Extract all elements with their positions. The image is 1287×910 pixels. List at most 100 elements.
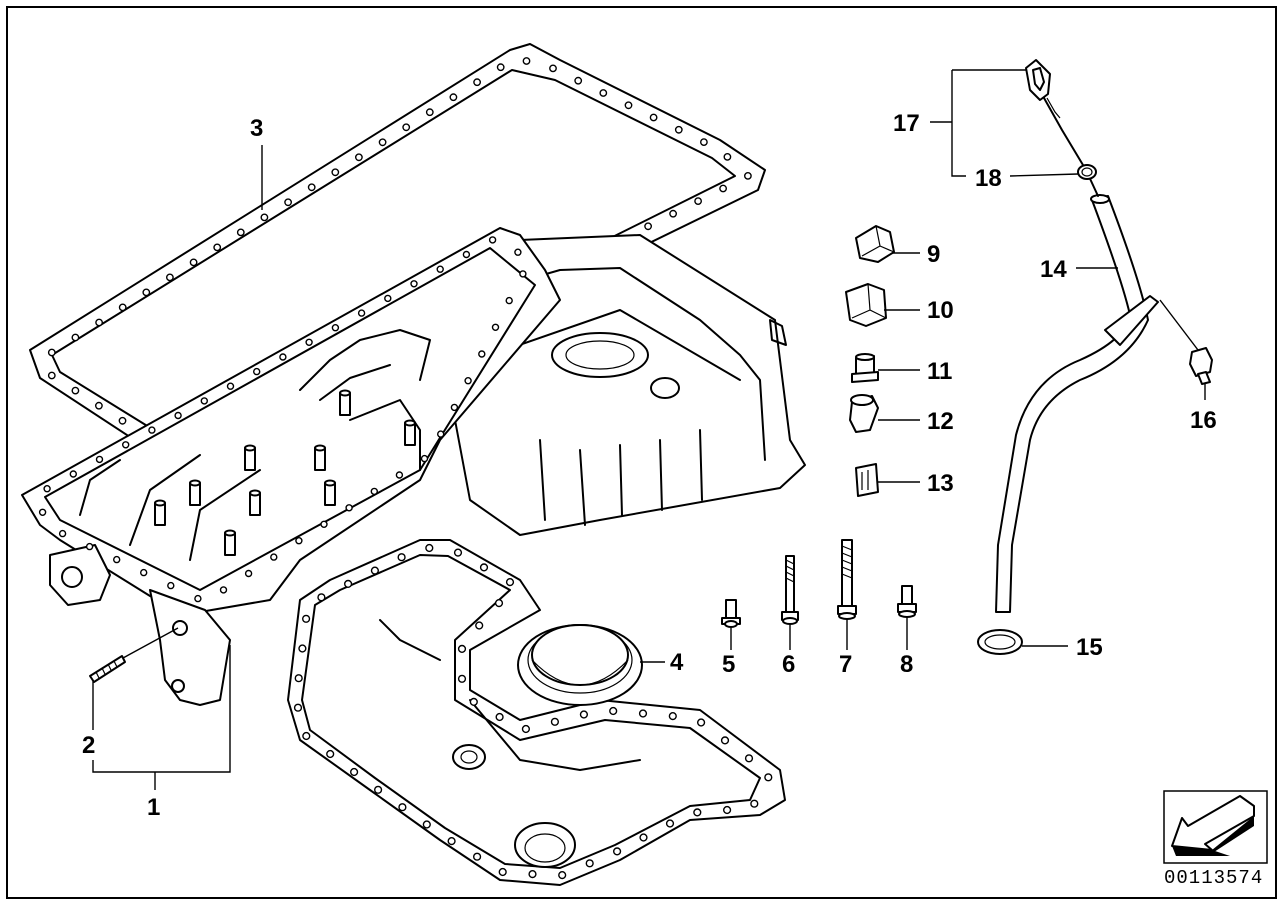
bolt-hole: [47, 348, 56, 357]
bolt-hole: [200, 397, 209, 405]
bolt-short[interactable]: [721, 599, 741, 628]
bolt-hole: [449, 93, 458, 102]
callout-3: 3: [250, 115, 263, 142]
bolt-hole: [478, 350, 486, 358]
callout-14: 14: [1040, 256, 1067, 283]
bushing[interactable]: [851, 353, 879, 383]
bolt-hole: [514, 248, 522, 256]
bolt-hole: [253, 367, 261, 376]
mounting-boss-top: [249, 489, 261, 497]
bolt-hole: [344, 579, 353, 589]
bolt-hole: [462, 250, 471, 259]
bolt-hole: [522, 57, 531, 65]
seal-ring[interactable]: [517, 624, 643, 706]
bolt-hole: [693, 808, 702, 817]
bolt-hole: [505, 296, 513, 305]
mounting-boss-top: [154, 499, 166, 507]
bolt-hole: [624, 101, 633, 110]
bolt-hole: [639, 833, 648, 842]
dipstick[interactable]: [1025, 59, 1099, 197]
bolt-hole: [118, 303, 127, 312]
bolt-hole: [674, 125, 683, 134]
bolt-hole: [58, 529, 67, 538]
bolt-hole: [165, 273, 174, 282]
bolt-hole: [700, 138, 708, 147]
bolt-hole: [469, 697, 478, 707]
bolt-hole: [374, 785, 383, 794]
bolt-hole: [579, 710, 589, 719]
bolt-hole: [345, 504, 353, 512]
bolt-medium[interactable]: [781, 555, 799, 625]
bolt-hole: [139, 568, 148, 577]
bolt-hole: [357, 309, 366, 317]
bolt-hole: [744, 171, 752, 180]
bolt-hole: [609, 706, 618, 716]
hex-bolt[interactable]: [1189, 347, 1213, 385]
bolt-hole: [402, 123, 411, 132]
guide-tube[interactable]: [995, 194, 1159, 613]
bolt-hole: [293, 703, 303, 712]
arrow-down-left-icon[interactable]: [1163, 790, 1268, 864]
bolt-hole: [121, 441, 130, 449]
bolt-hole: [189, 258, 198, 267]
sealing-ring[interactable]: [977, 629, 1023, 655]
bolt-hole: [85, 542, 94, 551]
bolt-hole: [473, 78, 481, 87]
lower-oil-pan-gasket[interactable]: [287, 539, 786, 886]
bolt-hole: [436, 265, 444, 273]
bolt-hole: [720, 736, 730, 745]
bolt-hole: [764, 773, 773, 782]
callout-4: 4: [670, 649, 684, 676]
bolt-hole: [422, 820, 431, 829]
bolt-hole: [669, 209, 677, 218]
bolt-hole: [447, 836, 456, 846]
pipe-elbow[interactable]: [849, 394, 879, 433]
bolt-hole: [495, 712, 504, 722]
mounting-boss-top: [189, 479, 201, 487]
bolt-hole: [47, 371, 56, 380]
bolt-hole: [317, 593, 326, 602]
bolt-hole: [558, 870, 567, 880]
bolt-hole: [668, 711, 677, 721]
callout-6: 6: [782, 651, 795, 678]
bolt-hole: [505, 577, 515, 587]
bolt-hole: [294, 674, 303, 683]
bolt-hole: [612, 847, 622, 856]
bolt-hole: [420, 454, 429, 463]
bolt-hole: [638, 709, 648, 718]
bolt-hole: [71, 333, 80, 342]
bolt-hole: [167, 581, 175, 590]
bolt-with-washer[interactable]: [897, 585, 917, 618]
bolt-hole: [694, 197, 702, 206]
bolt-hole: [302, 614, 311, 623]
bolt-hole: [370, 487, 378, 496]
bolt-hole: [236, 228, 245, 237]
bolt-hole: [599, 89, 608, 97]
bolt-hole: [43, 485, 51, 493]
bolt-long[interactable]: [837, 539, 857, 620]
cap-fitting[interactable]: [855, 225, 895, 263]
bolt-hole: [148, 426, 156, 434]
bolt-hole: [665, 819, 675, 828]
callout-17: 17: [893, 110, 920, 137]
bolt-hole: [696, 718, 706, 727]
bolt-hole: [437, 430, 445, 438]
bolt-hole: [574, 76, 583, 85]
bolt-hole: [95, 401, 103, 410]
callout-11: 11: [927, 358, 952, 385]
bolt-hole: [194, 594, 202, 603]
bolt-hole: [95, 455, 104, 464]
bolt-hole: [331, 324, 340, 332]
clip[interactable]: [855, 463, 879, 497]
o-ring[interactable]: [1077, 164, 1097, 180]
bolt-hole: [475, 621, 484, 630]
sleeve-fitting[interactable]: [845, 283, 887, 327]
callout-18: 18: [975, 165, 1002, 192]
upper-oil-pan[interactable]: [21, 227, 806, 706]
bolt-hole: [95, 318, 104, 327]
bolt-hole: [378, 138, 387, 147]
bolt-hole: [298, 644, 307, 653]
bolt-hole: [410, 280, 418, 288]
mounting-boss-top: [244, 444, 256, 452]
bolt-hole: [464, 377, 472, 385]
